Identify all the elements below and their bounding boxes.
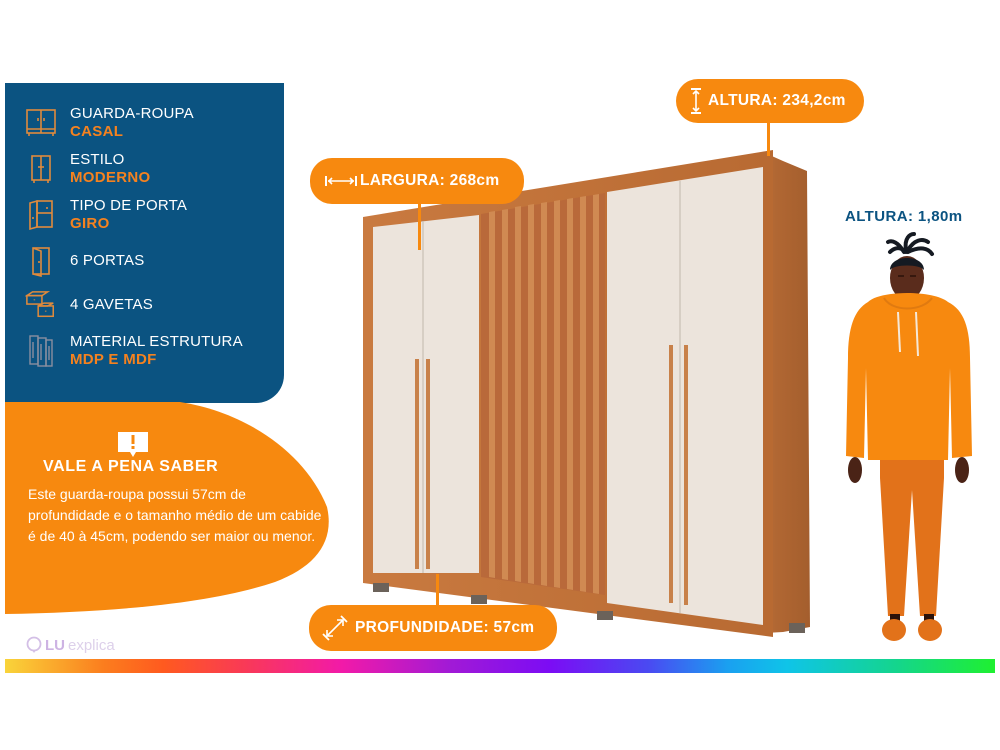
info-blob-background [5, 402, 329, 614]
wardrobe-illustration [363, 150, 810, 637]
spec-item-style: ESTILO MODERNO [25, 151, 150, 187]
cabinet-style-icon [25, 153, 57, 185]
depth-dimension-label: PROFUNDIDADE: 57cm [355, 619, 535, 636]
spec-item-material: MATERIAL ESTRUTURA MDP E MDF [25, 333, 243, 369]
rainbow-footer-bar [5, 659, 995, 673]
logo-suffix: explica [68, 636, 115, 654]
door-type-icon [25, 199, 57, 231]
alert-speech-icon [117, 431, 149, 464]
spec-label: MATERIAL ESTRUTURA [70, 333, 243, 350]
person-scale-figure [846, 232, 972, 641]
spec-label: ESTILO [70, 151, 125, 168]
width-leader-line [418, 200, 421, 250]
logo-brand: LU [45, 636, 65, 654]
spec-value: MDP E MDF [70, 351, 157, 368]
height-dimension-label: ALTURA: 234,2cm [708, 92, 846, 109]
speech-bubble-icon [26, 636, 42, 653]
lu-explica-logo: LU explica [26, 636, 115, 654]
vertical-arrow-icon [691, 88, 701, 114]
diagonal-arrow-icon [322, 615, 348, 641]
wardrobe-icon [25, 107, 57, 139]
spec-value: CASAL [70, 123, 124, 140]
spec-label: 4 GAVETAS [70, 296, 153, 313]
spec-value: GIRO [70, 215, 110, 232]
spec-item-drawers: 4 GAVETAS [25, 289, 153, 321]
material-panels-icon [25, 335, 57, 367]
height-dimension-pill: ALTURA: 234,2cm [676, 79, 864, 123]
depth-dimension-pill: PROFUNDIDADE: 57cm [309, 605, 557, 651]
spec-panel: GUARDA-ROUPA CASAL ESTILO MODERNO TIPO D… [5, 83, 284, 403]
person-height-label: ALTURA: 1,80m [845, 208, 963, 225]
drawers-icon [25, 289, 57, 321]
spec-item-doors: 6 PORTAS [25, 245, 144, 277]
spec-item-type: GUARDA-ROUPA CASAL [25, 105, 194, 141]
depth-leader-line [436, 574, 439, 610]
width-dimension-pill: LARGURA: 268cm [310, 158, 524, 204]
horizontal-arrow-icon [325, 176, 357, 186]
spec-value: MODERNO [70, 169, 151, 186]
spec-label: TIPO DE PORTA [70, 197, 188, 214]
width-dimension-label: LARGURA: 268cm [360, 172, 500, 189]
height-leader-line [767, 122, 770, 156]
door-icon [25, 245, 57, 277]
spec-item-door-type: TIPO DE PORTA GIRO [25, 197, 187, 233]
spec-label: 6 PORTAS [70, 252, 145, 269]
spec-label: GUARDA-ROUPA [70, 105, 194, 122]
info-title: VALE A PENA SABER [43, 458, 219, 475]
info-body: Este guarda-roupa possui 57cm de profund… [28, 486, 322, 544]
